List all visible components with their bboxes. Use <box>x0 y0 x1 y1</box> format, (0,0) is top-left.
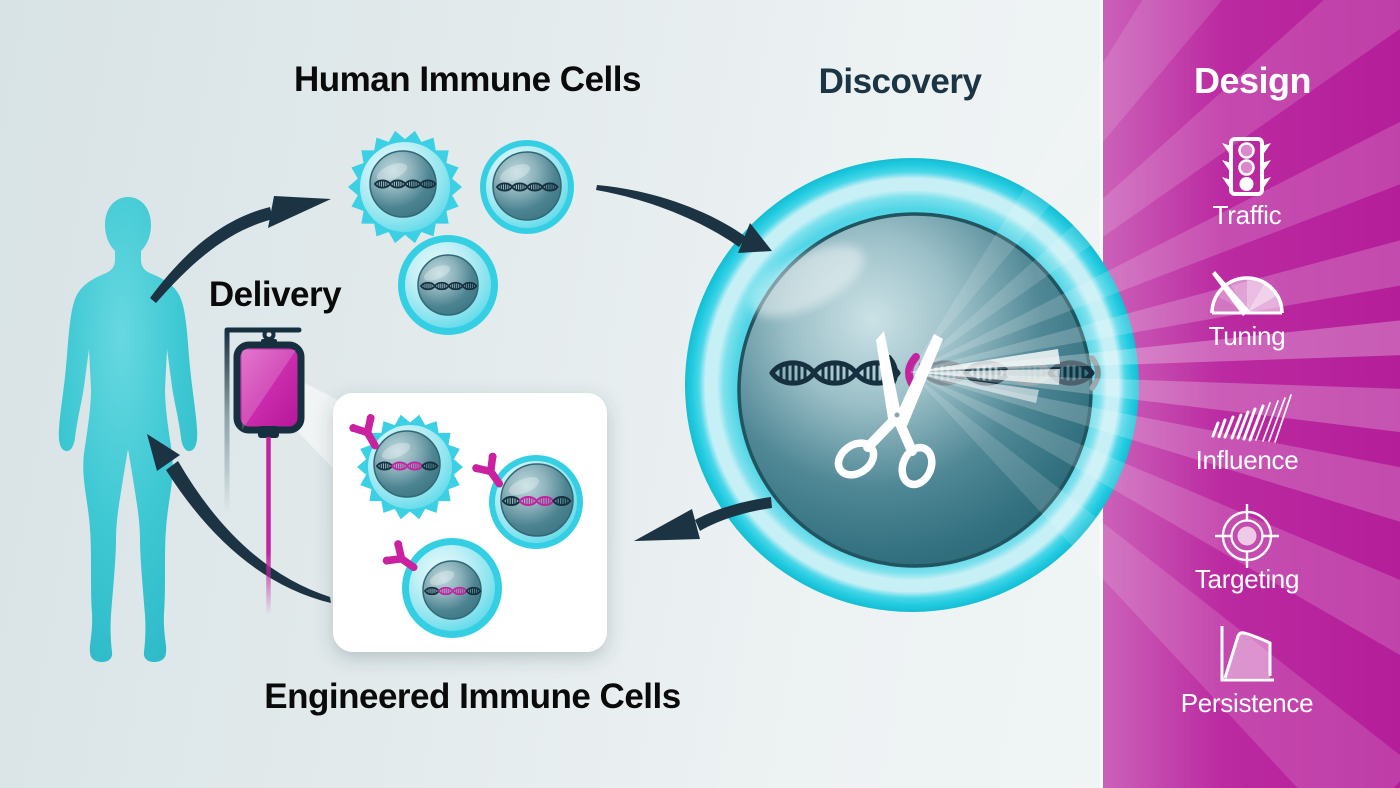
iv-bag <box>233 339 305 614</box>
human-immune-cells-group <box>348 130 574 335</box>
delivery-title: Delivery <box>208 275 342 314</box>
arrow-body-to-cells <box>150 196 331 303</box>
design-title: Design <box>1193 60 1312 101</box>
scissors-icon <box>834 331 943 489</box>
engineered-immune-cells-title: Engineered Immune Cells <box>264 677 681 716</box>
gauge-icon <box>1210 271 1284 316</box>
arrow-discovery-to-engineered <box>634 497 772 541</box>
influence-label: Influence <box>1195 445 1299 475</box>
arrow-cells-to-body <box>147 434 331 603</box>
targeting-label: Targeting <box>1194 564 1300 594</box>
persistence-chart-icon <box>1220 626 1274 682</box>
traffic-light-icon <box>1222 137 1271 196</box>
immune-cell-spiky <box>348 130 462 244</box>
human-immune-cells-title: Human Immune Cells <box>294 60 641 99</box>
traffic-label: Traffic <box>1212 200 1282 230</box>
engineered-cell-round-1 <box>471 451 583 549</box>
target-icon <box>1215 504 1279 568</box>
tuning-label: Tuning <box>1208 321 1286 351</box>
arrow-cells-to-discovery <box>596 185 772 253</box>
persistence-label: Persistence <box>1180 688 1314 718</box>
immune-cell-round-1 <box>480 140 574 234</box>
influence-lines-icon <box>1211 394 1292 443</box>
immune-cell-round-2 <box>398 235 498 335</box>
discovery-title: Discovery <box>818 62 982 101</box>
human-body-silhouette <box>58 197 198 662</box>
light-rays <box>910 0 1400 788</box>
engineered-cells-box <box>333 393 607 652</box>
design-panel <box>1100 0 1400 788</box>
engineered-cell-spiky <box>348 413 463 520</box>
engineered-cell-round-2 <box>381 538 502 638</box>
